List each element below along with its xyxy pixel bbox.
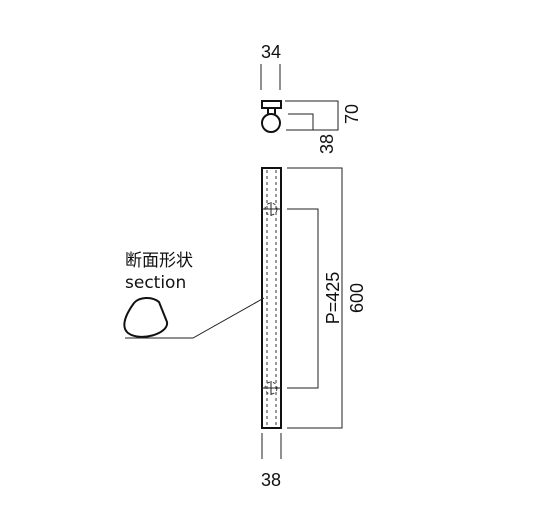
front-view-bar-outline <box>261 167 282 429</box>
side-view-grip-circle <box>261 113 281 133</box>
section-leader-line <box>125 297 265 339</box>
side-depth-dimension: 38 <box>317 134 337 154</box>
pitch-dimension: P=425 <box>323 272 343 325</box>
handle-front-view <box>261 167 282 429</box>
top-width-dimension: 34 <box>261 42 281 62</box>
side-height-dimension-line <box>285 100 339 131</box>
overall-length-dimension: 600 <box>347 283 367 313</box>
section-shape-icon <box>123 297 168 338</box>
handle-side-view <box>261 100 282 133</box>
side-height-dimension: 70 <box>342 104 362 124</box>
pitch-dimension-line <box>287 208 319 389</box>
side-depth-dimension-line <box>288 113 314 130</box>
bottom-width-dimension: 38 <box>261 470 281 490</box>
overall-length-dimension-line <box>287 167 343 429</box>
section-label-english: section <box>125 273 186 293</box>
section-label-japanese: 断面形状 <box>125 251 193 271</box>
side-view-base-plate <box>261 100 282 109</box>
